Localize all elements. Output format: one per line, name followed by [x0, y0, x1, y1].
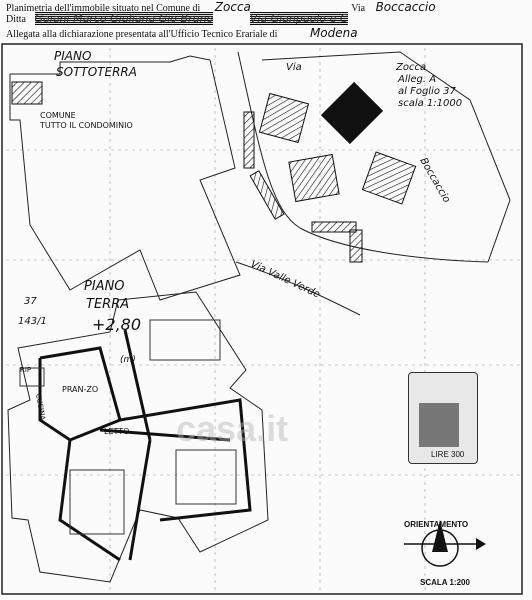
quota-label: +2,80: [92, 315, 141, 334]
comune-label-2: TUTTO IL CONDOMINIO: [39, 121, 133, 130]
note-zocca: Zocca: [395, 62, 426, 73]
room-letto: LETTO: [104, 427, 129, 436]
north-arrow-icon: [404, 520, 486, 567]
mapp-label: 37: [24, 296, 37, 307]
header-line-2: Ditta Gaiani Marco Giuliana Gio Bruno Vi…: [6, 12, 348, 25]
boccaccio-label: Boccaccio: [417, 156, 452, 205]
header-line-3: Allegata alla dichiarazione presentata a…: [6, 26, 358, 40]
room-cucina: CUCINA: [34, 393, 47, 421]
scala-bottom: SCALA 1:200: [420, 578, 470, 587]
room-m: (m): [120, 355, 136, 365]
city-value: Modena: [309, 26, 358, 40]
stamp-value: LIRE 300: [431, 450, 465, 459]
note-alleg: Alleg. A: [397, 74, 436, 85]
watermark: casa.it: [176, 408, 289, 449]
revenue-stamp: LIRE 300: [408, 372, 478, 464]
room-pranzo: PRAN-ZO: [62, 385, 98, 394]
header-line-1: Planimetria dell'immobile situato nel Co…: [6, 0, 436, 14]
piano-terra-label-2: TERRA: [86, 297, 129, 312]
piano-terra-label: PIANO: [84, 279, 125, 294]
stamp-portrait-icon: [419, 403, 459, 447]
via-top-label: Via: [286, 62, 302, 73]
mapp-label-2: 143/1: [18, 316, 47, 327]
comune-value: Zocca: [214, 0, 251, 14]
room-rip: RIP: [20, 366, 31, 374]
piano-sotto-label-2: SOTTOTERRA: [56, 65, 137, 79]
via-value: Boccaccio: [375, 0, 436, 14]
note-scala: scala 1:1000: [398, 98, 462, 109]
via-valle-label: Via Valle Verde: [249, 259, 322, 301]
comune-label: COMUNE: [40, 111, 76, 120]
ditta-right: Via Gianpaolo e C: [249, 12, 348, 25]
piano-sotto-label: PIANO: [54, 49, 91, 63]
note-foglio: al Foglio 37: [398, 86, 457, 97]
ditta-value: Gaiani Marco Giuliana Gio Bruno: [34, 12, 214, 25]
orientamento-label: ORIENTAMENTO: [404, 520, 469, 529]
